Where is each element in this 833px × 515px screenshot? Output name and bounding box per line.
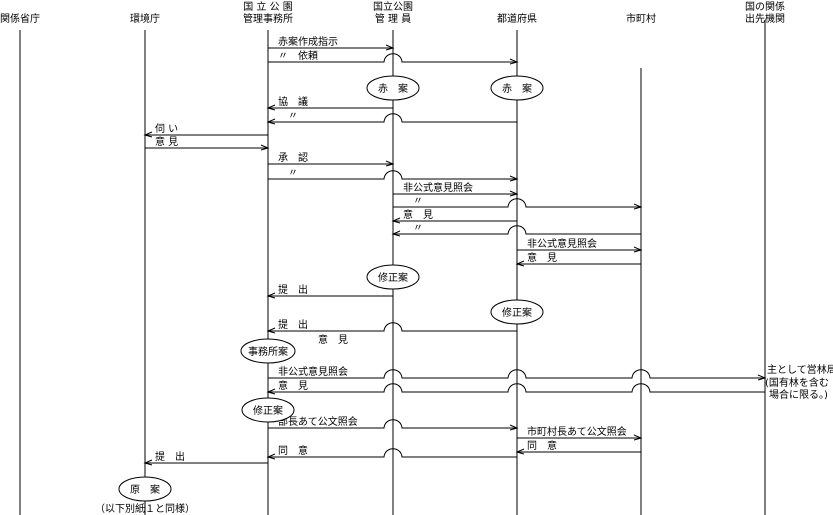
arrowhead-icon xyxy=(385,44,395,51)
message-label: 〃 xyxy=(288,111,298,122)
message: 非公式意見照会 xyxy=(393,181,519,197)
message-label: 意 見 xyxy=(527,251,557,264)
national-note-2: (国有林を含む xyxy=(765,376,829,389)
lane-header-env: 環境庁 xyxy=(130,12,160,25)
message: 承 認 xyxy=(268,151,395,167)
message-label: 〃 依頼 xyxy=(278,49,318,62)
svg-text:赤 案: 赤 案 xyxy=(502,82,532,95)
message-label: 〃 xyxy=(413,196,423,207)
arrowhead-icon xyxy=(266,388,276,395)
arrowhead-icon xyxy=(633,203,643,210)
lane-header-office: 管理事務所 xyxy=(243,12,293,25)
arrowhead-icon xyxy=(515,260,525,267)
state-node: 赤 案 xyxy=(490,75,544,101)
message-label: 意 見 xyxy=(403,208,433,221)
lane-header-ministries: 関係省庁 xyxy=(0,12,40,25)
message-label: 承 認 xyxy=(278,151,308,164)
message-label: 意 見 xyxy=(278,379,308,392)
arrowhead-icon xyxy=(143,131,153,138)
arrowhead-icon xyxy=(143,459,153,466)
message: 非公式意見照会 xyxy=(517,237,643,253)
state-node: 赤 案 xyxy=(366,75,420,101)
message: 提 出 xyxy=(266,283,393,299)
state-node: 修正案 xyxy=(241,397,295,423)
svg-text:赤 案: 赤 案 xyxy=(378,82,408,95)
message: 提 出 xyxy=(143,450,268,466)
svg-text:修正案: 修正案 xyxy=(253,404,283,417)
message-label: 非公式意見照会 xyxy=(278,365,348,378)
lane-header-national: 出先機関 xyxy=(745,12,785,25)
message-label: 伺 い xyxy=(155,122,178,135)
lane-header-ranger: 国立公園 xyxy=(373,0,413,13)
arrowhead-icon xyxy=(266,118,276,125)
message: 意 見 xyxy=(266,379,765,395)
state-node: 事務所案 xyxy=(240,338,296,364)
message: 市町村長あて公文照会 xyxy=(517,425,643,441)
message: 〃 依頼 xyxy=(268,49,519,65)
arrowhead-icon xyxy=(633,434,643,441)
message: 意 見 xyxy=(391,208,517,224)
message-label: 提 出 xyxy=(278,318,308,331)
arrowhead-icon xyxy=(509,58,519,65)
message-label: 同 意 xyxy=(527,439,557,452)
message: 〃 xyxy=(393,196,643,210)
message: 伺 い xyxy=(143,122,268,138)
svg-text:修正案: 修正案 xyxy=(502,306,532,319)
lane-header-national: 国の関係 xyxy=(745,1,785,13)
lane-header-pref: 都道府県 xyxy=(497,12,537,25)
arrowhead-icon xyxy=(509,175,519,182)
state-node: 修正案 xyxy=(366,264,420,290)
message-label: 部長あて公文照会 xyxy=(278,415,358,428)
message: 非公式意見照会 xyxy=(268,365,767,381)
arrowhead-icon xyxy=(757,374,767,381)
arrowhead-icon xyxy=(391,217,401,224)
arrowhead-icon xyxy=(266,104,276,111)
message: 提 出 xyxy=(266,318,517,334)
arrowhead-icon xyxy=(391,230,401,237)
message: 同 意 xyxy=(515,439,641,455)
lane-header-muni: 市町村 xyxy=(626,12,656,25)
state-node: 修正案 xyxy=(490,299,544,325)
arrowhead-icon xyxy=(633,246,643,253)
message-label: 非公式意見照会 xyxy=(403,181,473,194)
message-label: 協 議 xyxy=(278,95,308,108)
footer-note: （以下別紙１と同様） xyxy=(95,502,195,515)
lane-header-ranger: 管 理 員 xyxy=(375,12,411,25)
message-label: 〃 xyxy=(413,223,423,234)
message-label: 提 出 xyxy=(278,283,308,296)
arrowhead-icon xyxy=(260,144,270,151)
message: 〃 xyxy=(268,168,519,182)
arrowhead-icon xyxy=(266,327,276,334)
arrowhead-icon xyxy=(515,448,525,455)
svg-text:事務所案: 事務所案 xyxy=(248,345,288,358)
svg-text:原 案: 原 案 xyxy=(130,483,160,496)
message-label: 赤案作成指示 xyxy=(278,35,338,48)
message-label: 〃 xyxy=(288,168,298,179)
national-note-1: 主として営林局 xyxy=(767,363,833,376)
message: 部長あて公文照会 xyxy=(268,415,519,431)
arrowhead-icon xyxy=(266,292,276,299)
arrowhead-icon xyxy=(509,424,519,431)
message-label: 提 出 xyxy=(155,450,185,463)
message: 〃 xyxy=(391,223,641,237)
arrowhead-icon xyxy=(266,453,276,460)
floating-opinion-label: 意 見 xyxy=(318,333,348,346)
svg-text:修正案: 修正案 xyxy=(378,271,408,284)
state-node: 原 案 xyxy=(118,476,172,502)
message-label: 非公式意見照会 xyxy=(527,237,597,250)
message-label: 同 意 xyxy=(278,444,308,457)
national-note-3: 場合に限る。) xyxy=(769,388,828,401)
message-label: 意 見 xyxy=(155,135,178,148)
message: 意 見 xyxy=(515,251,641,267)
arrowhead-icon xyxy=(385,160,395,167)
message: 同 意 xyxy=(266,444,517,460)
message: 意 見 xyxy=(145,135,270,151)
message: 赤案作成指示 xyxy=(268,35,395,51)
message-label: 市町村長あて公文照会 xyxy=(527,425,627,438)
message: 協 議 xyxy=(266,95,393,111)
lane-header-office: 国 立 公 園 xyxy=(243,0,293,13)
arrowhead-icon xyxy=(509,190,519,197)
message: 〃 xyxy=(266,111,517,125)
